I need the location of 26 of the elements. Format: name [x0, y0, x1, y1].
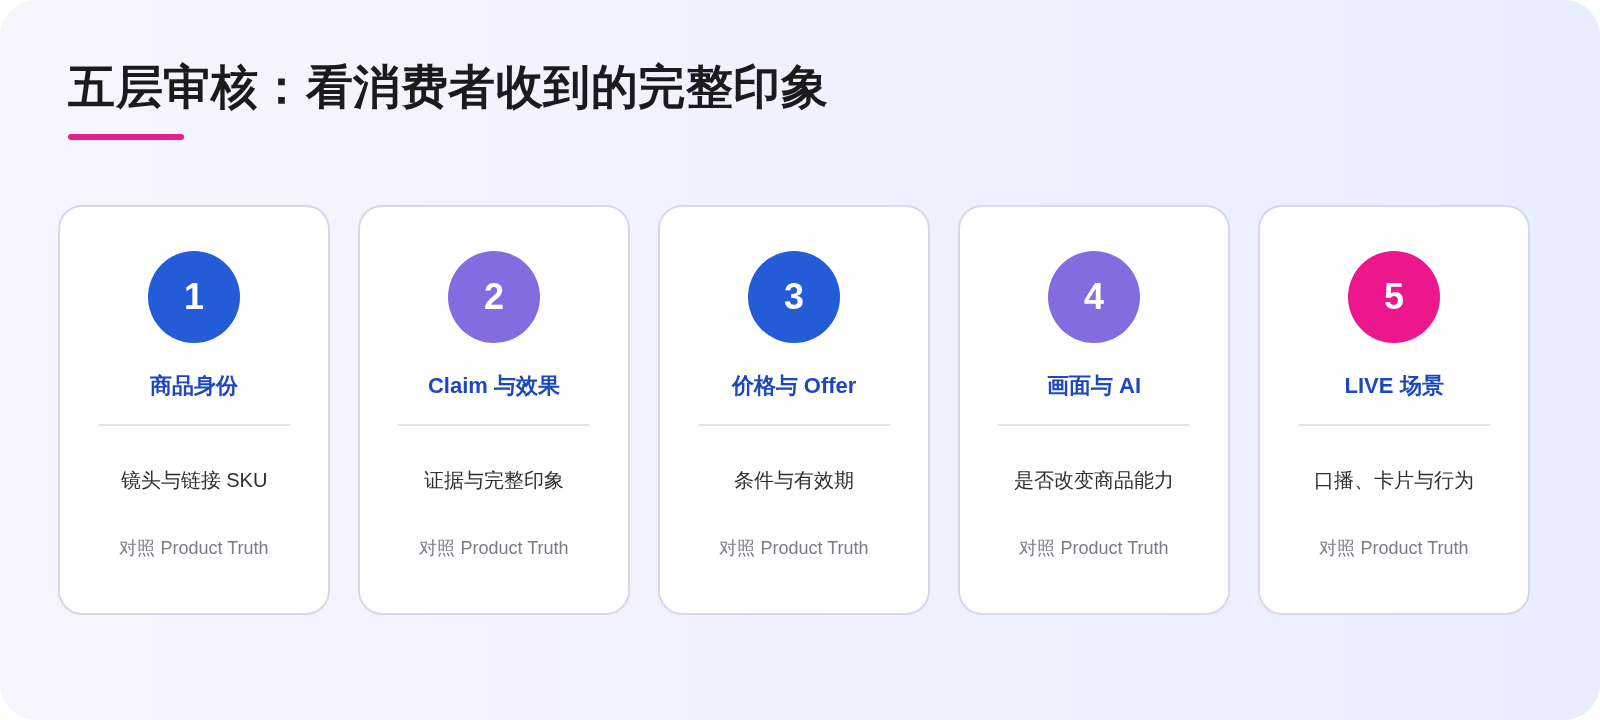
card [358, 205, 630, 615]
card [958, 205, 1230, 615]
card-description: 口播、卡片与行为 [1314, 468, 1474, 492]
step-number-circle: 3 [748, 251, 840, 343]
card-heading: Claim 与效果 [428, 372, 560, 400]
card-heading: 价格与 Offer [731, 372, 857, 400]
card-description: 镜头与链接 SKU [120, 468, 268, 492]
diagram-title: 五层审核：看消费者收到的完整印象 [68, 60, 828, 114]
card [1258, 205, 1530, 615]
step-number-circle: 4 [1048, 251, 1140, 343]
card-description: 条件与有效期 [734, 468, 854, 492]
card-note: 对照 Product Truth [1319, 538, 1469, 560]
card-heading: 画面与 AI [1046, 372, 1142, 400]
card-note: 对照 Product Truth [1019, 538, 1169, 560]
card-heading: 商品身份 [150, 372, 238, 400]
step-number-circle: 5 [1348, 251, 1440, 343]
card-description: 证据与完整印象 [424, 468, 564, 492]
step-number-circle: 2 [448, 251, 540, 343]
card-note: 对照 Product Truth [719, 538, 869, 560]
card-note: 对照 Product Truth [419, 538, 569, 560]
card-heading: LIVE 场景 [1344, 372, 1444, 400]
card-note: 对照 Product Truth [119, 538, 269, 560]
step-number-circle: 1 [148, 251, 240, 343]
card-description: 是否改变商品能力 [1014, 468, 1174, 492]
card [658, 205, 930, 615]
card [58, 205, 330, 615]
